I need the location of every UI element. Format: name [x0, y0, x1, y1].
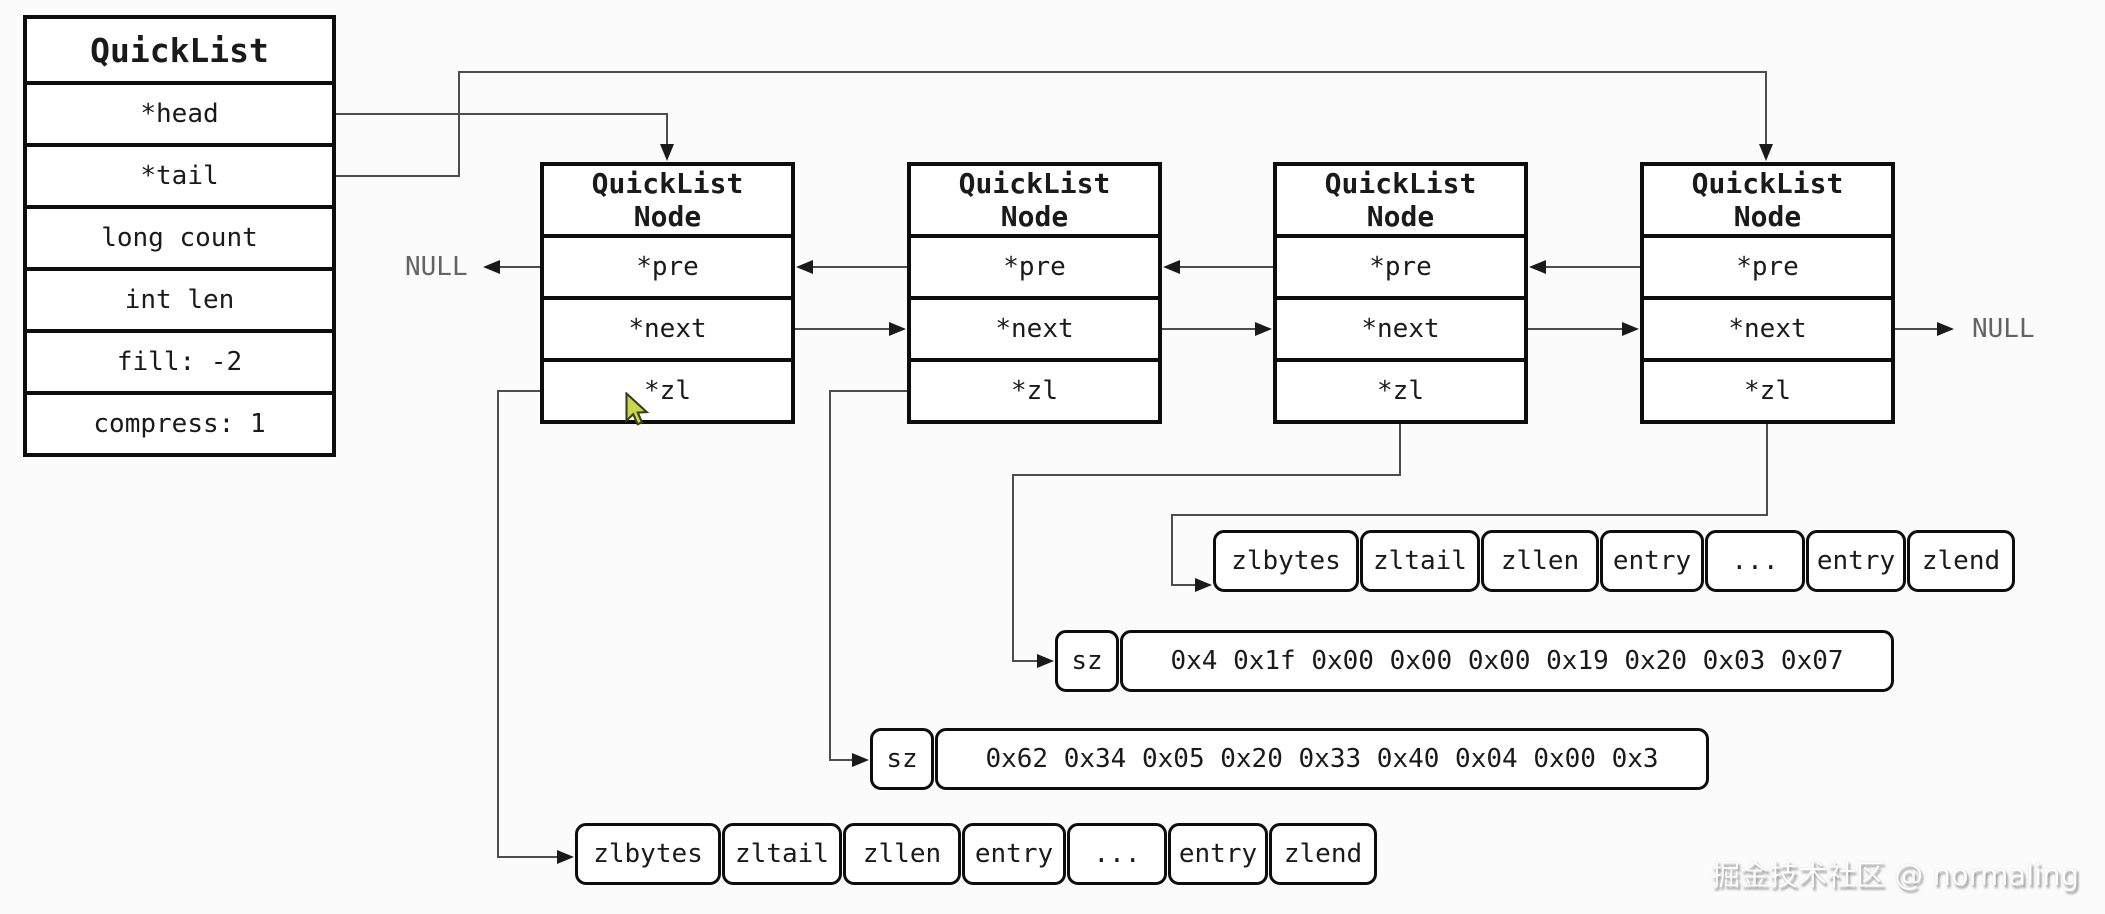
node3-zl: *zl	[1277, 358, 1524, 420]
ziplist-cell-zlend: zlend	[1269, 823, 1377, 885]
node1-pre: *pre	[544, 234, 791, 296]
node-title-line1: QuickList	[1324, 167, 1477, 200]
sz-bytes: 0x62 0x34 0x05 0x20 0x33 0x40 0x04 0x00 …	[935, 728, 1709, 790]
node-title: QuickList Node	[544, 166, 791, 234]
node2-zl-arrow	[829, 390, 907, 767]
sz-bytes: 0x4 0x1f 0x00 0x00 0x00 0x19 0x20 0x03 0…	[1120, 630, 1894, 692]
quicklist-field-count: long count	[27, 205, 332, 267]
quicklist-title: QuickList	[27, 19, 332, 81]
quicklist-struct-box: QuickList *head *tail long count int len…	[23, 15, 336, 457]
ziplist-cell-ellipsis: ...	[1705, 530, 1805, 592]
quicklist-node-3: QuickList Node *pre *next *zl	[1273, 162, 1528, 424]
ziplist-cell-zltail: zltail	[1360, 530, 1480, 592]
sz-row-node3: sz 0x4 0x1f 0x00 0x00 0x00 0x19 0x20 0x0…	[1055, 630, 1894, 692]
node-title-line2: Node	[1000, 200, 1069, 233]
ziplist-node1: zlbytes zltail zllen entry ... entry zle…	[575, 823, 1377, 885]
node-title-line2: Node	[633, 200, 702, 233]
node2-zl: *zl	[911, 358, 1158, 420]
quicklist-field-head: *head	[27, 81, 332, 143]
watermark: 掘金技术社区 @ normaling	[1711, 858, 2079, 892]
node2-pre: *pre	[911, 234, 1158, 296]
node4-next: *next	[1644, 296, 1891, 358]
ziplist-cell-zlbytes: zlbytes	[1213, 530, 1359, 592]
node4-zl: *zl	[1644, 358, 1891, 420]
node2-next: *next	[911, 296, 1158, 358]
node1-zl: *zl	[544, 358, 791, 420]
ziplist-cell-entry: entry	[962, 823, 1066, 885]
quicklist-field-compress: compress: 1	[27, 391, 332, 453]
null-label-left: NULL	[405, 252, 468, 282]
quicklist-node-4: QuickList Node *pre *next *zl	[1640, 162, 1895, 424]
ziplist-cell-ellipsis: ...	[1067, 823, 1167, 885]
node-title-line1: QuickList	[1691, 167, 1844, 200]
node1-next: *next	[544, 296, 791, 358]
node1-zl-arrow	[497, 390, 574, 864]
node-title-line2: Node	[1366, 200, 1435, 233]
tail-to-node4-arrow	[336, 71, 1773, 177]
node-title-line1: QuickList	[958, 167, 1111, 200]
null-label-right: NULL	[1972, 314, 2035, 344]
node4-pre: *pre	[1644, 234, 1891, 296]
sz-label: sz	[1055, 630, 1119, 692]
sz-row-node2: sz 0x62 0x34 0x05 0x20 0x33 0x40 0x04 0x…	[870, 728, 1709, 790]
ziplist-cell-zlend: zlend	[1907, 530, 2015, 592]
ziplist-cell-entry: entry	[1168, 823, 1268, 885]
ziplist-cell-zllen: zllen	[1481, 530, 1599, 592]
ziplist-cell-zlbytes: zlbytes	[575, 823, 721, 885]
mouse-cursor	[625, 392, 650, 426]
node3-next: *next	[1277, 296, 1524, 358]
ziplist-cell-zltail: zltail	[722, 823, 842, 885]
quicklist-node-1: QuickList Node *pre *next *zl	[540, 162, 795, 424]
head-to-node1-arrow	[336, 113, 674, 161]
quicklist-node-2: QuickList Node *pre *next *zl	[907, 162, 1162, 424]
quicklist-field-tail: *tail	[27, 143, 332, 205]
node-title: QuickList Node	[1644, 166, 1891, 234]
sz-label: sz	[870, 728, 934, 790]
ziplist-cell-entry: entry	[1600, 530, 1704, 592]
node-title: QuickList Node	[1277, 166, 1524, 234]
node3-pre: *pre	[1277, 234, 1524, 296]
node-title-line1: QuickList	[591, 167, 744, 200]
quicklist-field-len: int len	[27, 267, 332, 329]
ziplist-cell-entry: entry	[1806, 530, 1906, 592]
quicklist-field-fill: fill: -2	[27, 329, 332, 391]
ziplist-cell-zllen: zllen	[843, 823, 961, 885]
ziplist-node4: zlbytes zltail zllen entry ... entry zle…	[1213, 530, 2015, 592]
node-title-line2: Node	[1733, 200, 1802, 233]
node-title: QuickList Node	[911, 166, 1158, 234]
